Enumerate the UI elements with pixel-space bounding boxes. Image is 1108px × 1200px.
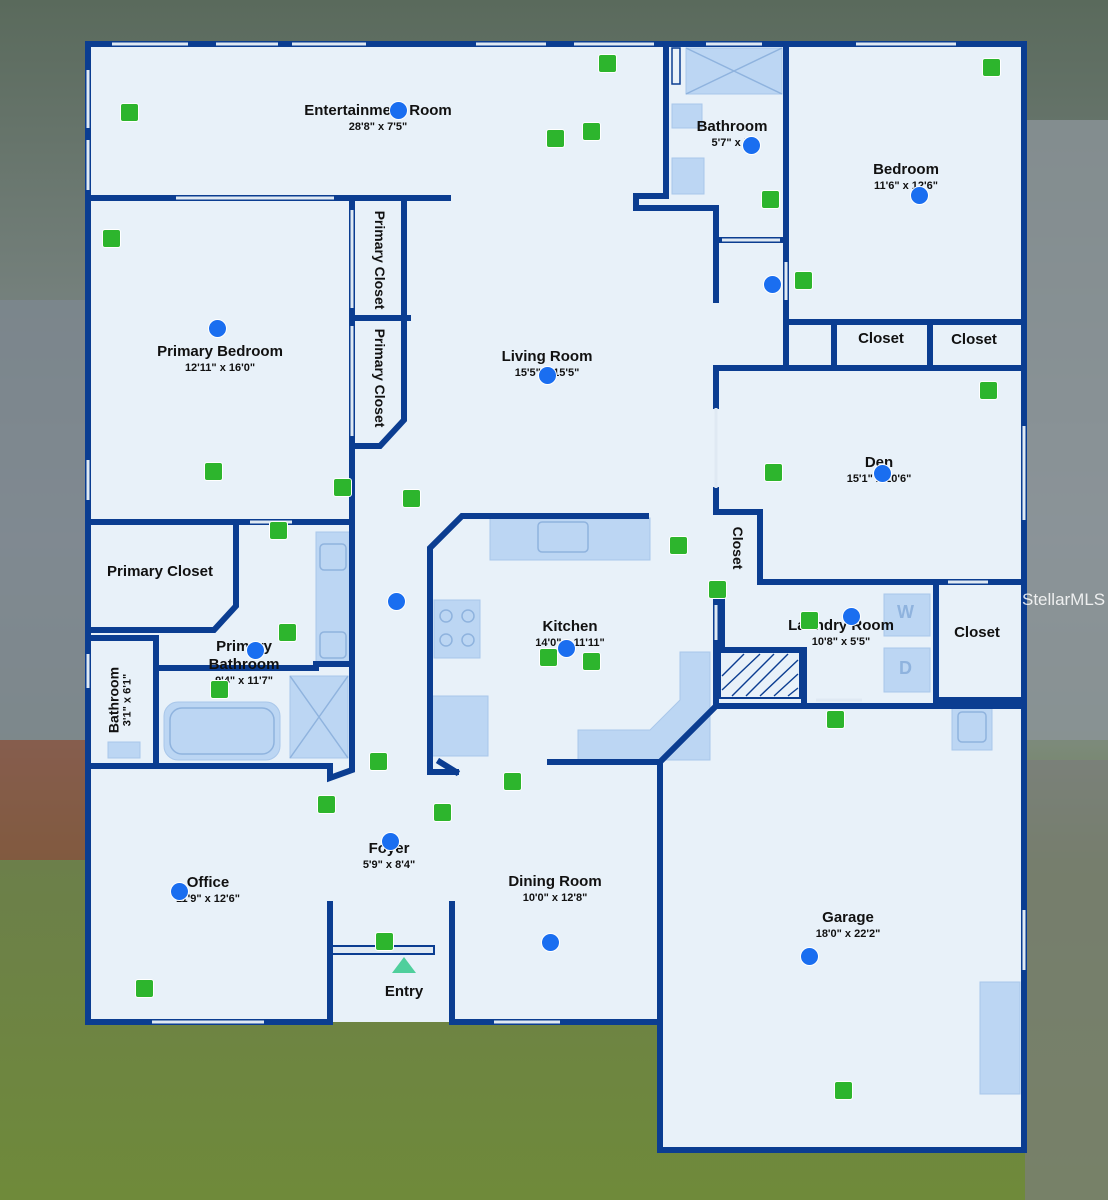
room-label-primary-closet-1: Primary Closet — [372, 210, 388, 310]
photo-marker[interactable] — [598, 54, 617, 73]
photo-marker[interactable] — [269, 521, 288, 540]
photo-marker[interactable] — [800, 611, 819, 630]
photo-marker[interactable] — [669, 536, 688, 555]
photo-marker[interactable] — [982, 58, 1001, 77]
panorama-marker[interactable] — [170, 882, 189, 901]
photo-marker[interactable] — [278, 623, 297, 642]
photo-marker[interactable] — [135, 979, 154, 998]
photo-marker[interactable] — [979, 381, 998, 400]
photo-marker[interactable] — [582, 652, 601, 671]
panorama-marker[interactable] — [742, 136, 761, 155]
panorama-marker[interactable] — [800, 947, 819, 966]
panorama-marker[interactable] — [389, 101, 408, 120]
hatched-areas — [671, 47, 801, 699]
room-label-primary-closet-3: Primary Closet — [107, 563, 213, 580]
photo-marker[interactable] — [834, 1081, 853, 1100]
watermark: StellarMLS — [1022, 590, 1106, 609]
dryer — [883, 647, 931, 693]
windows — [86, 42, 1026, 1024]
photo-marker[interactable] — [102, 229, 121, 248]
washer-label: W — [897, 602, 914, 622]
room-label-closet-a: Closet — [858, 330, 904, 347]
toilet-small — [107, 741, 141, 759]
photo-marker[interactable] — [546, 129, 565, 148]
room-label-closet-b: Closet — [951, 331, 997, 348]
photo-marker[interactable] — [402, 489, 421, 508]
panorama-marker[interactable] — [873, 464, 892, 483]
panorama-marker[interactable] — [541, 933, 560, 952]
fixture-details — [169, 47, 987, 759]
panorama-marker[interactable] — [246, 641, 265, 660]
photo-marker[interactable] — [204, 462, 223, 481]
dryer-label: D — [899, 658, 912, 678]
panorama-marker[interactable] — [763, 275, 782, 294]
photo-marker[interactable] — [210, 680, 229, 699]
photo-marker[interactable] — [582, 122, 601, 141]
tub-primary — [163, 701, 281, 761]
stove — [433, 599, 481, 659]
vanity-primary — [315, 531, 351, 663]
photo-marker[interactable] — [539, 648, 558, 667]
panorama-marker[interactable] — [538, 366, 557, 385]
room-label-closet-laundry: Closet — [954, 624, 1000, 641]
panorama-marker[interactable] — [208, 319, 227, 338]
room-label-primary-closet-2: Primary Closet — [372, 328, 388, 428]
room-label-closet-den: Closet — [730, 526, 746, 570]
garage-shelf — [979, 981, 1021, 1095]
photo-marker[interactable] — [503, 772, 522, 791]
entry-arrow-icon — [392, 957, 416, 973]
photo-marker[interactable] — [794, 271, 813, 290]
photo-marker[interactable] — [369, 752, 388, 771]
washer — [883, 593, 931, 637]
kitchen-counter-top — [489, 517, 651, 561]
sink-upper — [671, 103, 703, 129]
photo-marker[interactable] — [764, 463, 783, 482]
photo-marker[interactable] — [826, 710, 845, 729]
floor-area — [88, 44, 1024, 1150]
panorama-marker[interactable] — [387, 592, 406, 611]
entry-label: Entry — [384, 983, 424, 1000]
photo-marker[interactable] — [317, 795, 336, 814]
walls — [85, 41, 1027, 1153]
photo-marker[interactable] — [333, 478, 352, 497]
photo-marker[interactable] — [433, 803, 452, 822]
panorama-marker[interactable] — [381, 832, 400, 851]
photo-marker[interactable] — [120, 103, 139, 122]
photo-marker[interactable] — [375, 932, 394, 951]
panorama-marker[interactable] — [557, 639, 576, 658]
photo-marker[interactable] — [708, 580, 727, 599]
toilet-upper — [671, 157, 705, 195]
panorama-marker[interactable] — [842, 607, 861, 626]
kitchen-counter-left — [431, 695, 489, 757]
panorama-marker[interactable] — [910, 186, 929, 205]
photo-marker[interactable] — [761, 190, 780, 209]
